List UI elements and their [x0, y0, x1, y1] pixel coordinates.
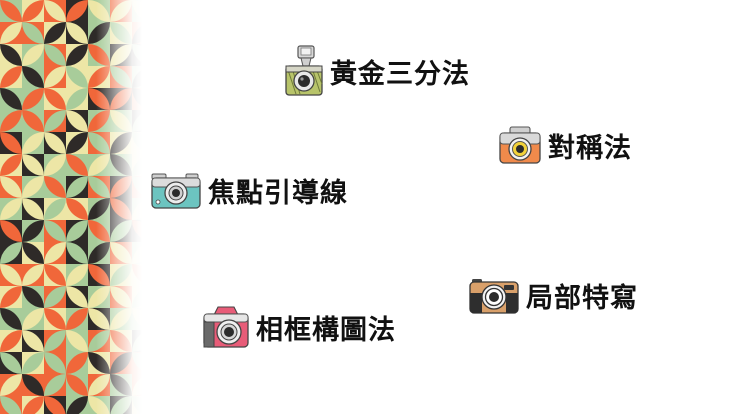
technique-label: 局部特寫: [526, 283, 638, 314]
camera-icon-teal: [151, 173, 201, 209]
camera-icon-tan: [469, 278, 519, 314]
technique-label: 焦點引導線: [208, 178, 348, 209]
camera-icon-pink: [203, 306, 249, 348]
geometric-leaf-pattern: [0, 0, 150, 414]
technique-label: 黃金三分法: [330, 58, 470, 90]
technique-label: 對稱法: [548, 132, 632, 164]
technique-symmetry: 對稱法: [498, 125, 632, 165]
technique-frame-composition: 相框構圖法: [202, 305, 396, 349]
technique-leading-lines: 焦點引導線: [150, 171, 348, 210]
technique-rule-of-thirds: 黃金三分法: [284, 44, 470, 98]
technique-label: 相框構圖法: [256, 314, 396, 346]
camera-icon-green-flash: [285, 45, 323, 96]
decorative-pattern-panel: [0, 0, 150, 414]
camera-icon-orange: [499, 126, 541, 164]
technique-close-up: 局部特寫: [468, 276, 638, 315]
